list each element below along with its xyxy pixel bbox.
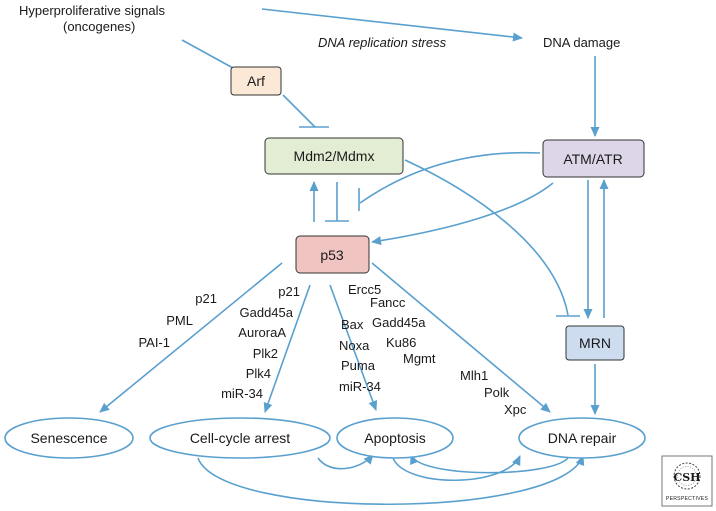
dna-repair-target: Fancc [370,295,406,310]
dna-replication-stress-label: DNA replication stress [318,35,447,50]
atm-node: ATM/ATR [542,139,645,178]
dna-damage-label: DNA damage [543,35,620,50]
edge-dna-repair-to-apoptosis [410,454,569,474]
apoptosis-target: Puma [341,358,376,373]
senescence-target: PML [166,313,193,328]
dna-repair-target: Gadd45a [372,315,426,330]
edge-p53-to-apoptosis [329,284,378,411]
dna-repair-outcome: DNA repair [518,417,646,459]
mdm2-label: Mdm2/Mdmx [294,148,375,164]
senescence-targets: p21 PML PAI-1 [138,291,217,350]
p53-node: p53 [295,235,370,274]
edge-mdm2-inhibits-mrn [404,159,569,316]
atm-box [542,139,645,178]
csh-perspectives-logo: CSH PERSPECTIVES [661,455,713,507]
senescence-target: PAI-1 [138,335,170,350]
arf-node: Arf [230,66,282,96]
apoptosis-targets: Bax Noxa Puma miR-34 [339,317,381,394]
cell-cycle-arrest-target: Plk4 [246,366,271,381]
dna-repair-target: Xpc [504,402,527,417]
dna-repair-target: Ku86 [386,335,416,350]
edge-apoptosis-to-dna-repair [392,455,521,481]
hyperproliferative-signals-label: Hyperproliferative signals [19,3,165,18]
dna-repair-target: Mgmt [403,351,436,366]
dna-repair-label: DNA repair [548,430,617,446]
senescence-label: Senescence [30,430,107,446]
cell-cycle-arrest-label: Cell-cycle arrest [190,430,290,446]
apoptosis-ellipse [336,417,454,459]
apoptosis-label: Apoptosis [364,430,425,446]
logo-csh-text: CSH [673,471,700,484]
arf-label: Arf [247,73,265,89]
cell-cycle-arrest-ellipse [149,417,331,459]
senescence-outcome: Senescence [4,417,134,459]
edge-arf-inhibits-mdm2 [282,94,316,128]
senescence-ellipse [4,417,134,459]
atm-label: ATM/ATR [563,151,622,167]
mdm2-box [264,137,404,175]
apoptosis-target: miR-34 [339,379,381,394]
p53-label: p53 [320,247,344,263]
cell-cycle-arrest-target: Gadd45a [240,305,294,320]
dna-repair-target: Ercc5 [348,282,381,297]
edges [99,8,609,506]
dna-repair-target: Polk [484,385,510,400]
mrn-box [565,325,625,361]
senescence-target: p21 [195,291,217,306]
arf-box [230,66,282,96]
cell-cycle-arrest-outcome: Cell-cycle arrest [149,417,331,459]
cell-cycle-arrest-target: p21 [278,284,300,299]
apoptosis-target: Noxa [339,338,370,353]
dna-repair-target: Mlh1 [460,368,488,383]
dna-repair-targets: Ercc5 Fancc Gadd45a Ku86 Mgmt Mlh1 Polk … [348,282,527,417]
cell-cycle-arrest-target: Plk2 [253,346,278,361]
dna-helix-icon [673,462,701,490]
cell-cycle-arrest-targets: p21 Gadd45a AuroraA Plk2 Plk4 miR-34 [221,284,300,401]
p53-box [295,235,370,274]
cell-cycle-arrest-target: AuroraA [238,325,286,340]
edge-p53-to-senescence [99,262,283,413]
mdm2-node: Mdm2/Mdmx [264,137,404,175]
edge-p53-to-dna-repair [371,262,551,413]
edge-signals-to-arf [181,39,234,69]
edge-atm-to-p53 [371,182,554,246]
edge-p53-to-cell-cycle-arrest [263,284,311,413]
logo-perspectives-text: PERSPECTIVES [666,496,709,502]
logo-frame [661,455,713,507]
oncogenes-label: (oncogenes) [63,19,135,34]
edge-arrest-to-dna-repair [197,455,585,506]
mrn-node: MRN [565,325,625,361]
edge-atm-inhibits-mdm2 [359,151,541,204]
edge-signals-to-dna-damage [261,8,523,42]
cell-cycle-arrest-target: miR-34 [221,386,263,401]
dna-repair-ellipse [518,417,646,459]
apoptosis-target: Bax [341,317,364,332]
edge-arrest-to-apoptosis [317,454,374,470]
mrn-label: MRN [579,335,611,351]
apoptosis-outcome: Apoptosis [336,417,454,459]
